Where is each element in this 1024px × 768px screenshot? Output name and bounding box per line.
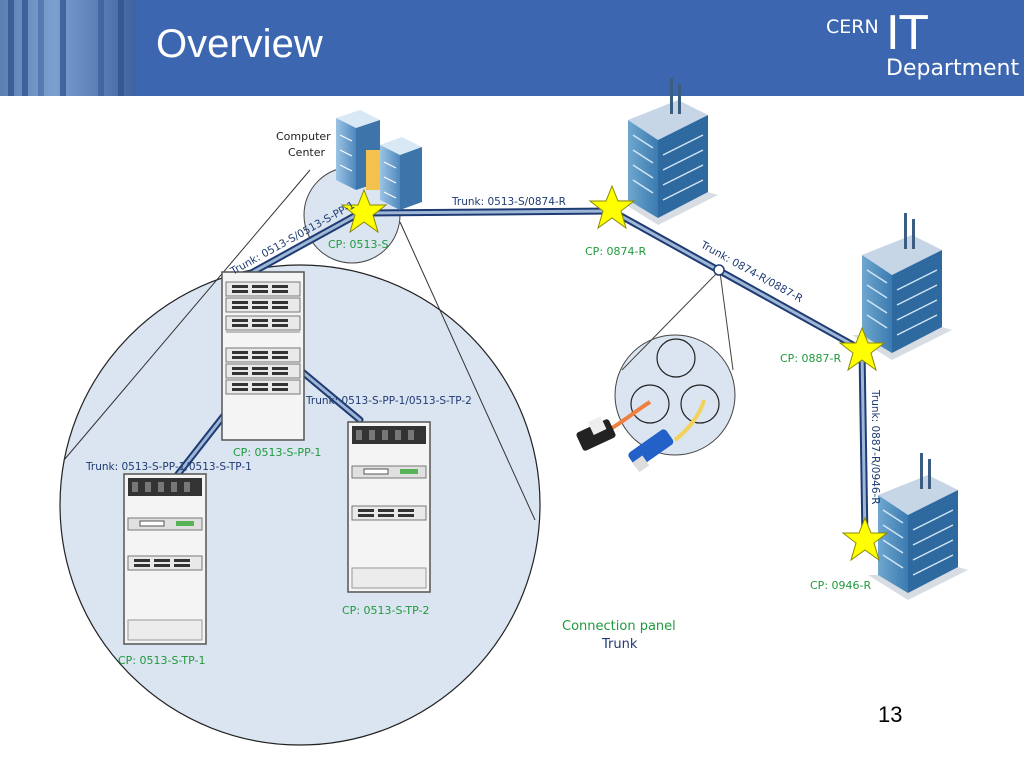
building-0887-icon <box>851 212 953 361</box>
building-0874-icon <box>617 77 719 226</box>
header-photo <box>0 0 136 96</box>
cp-label-tp1: CP: 0513-S-TP-1 <box>118 654 206 667</box>
cp-label-0874r: CP: 0874-R <box>585 245 646 258</box>
cp-label-tp2: CP: 0513-S-TP-2 <box>342 604 430 617</box>
connector-zoom-circle <box>614 334 736 456</box>
logo-department: Department <box>886 56 1020 81</box>
computer-center-label-1: Computer <box>276 130 331 143</box>
legend-connection-panel: Connection panel <box>562 619 676 634</box>
cern-it-logo: CERN IT Department <box>812 6 1020 86</box>
trunk-joint <box>713 264 725 276</box>
legend-trunk: Trunk <box>601 637 638 652</box>
building-0946-icon <box>867 452 969 601</box>
slide-title: Overview <box>156 22 323 66</box>
fiber-connectors-icon <box>576 399 706 473</box>
cp-label-0513s: CP: 0513-S <box>328 238 388 251</box>
trunk-label-pp-tp1: Trunk: 0513-S-PP-1/0513-S-TP-1 <box>85 461 252 473</box>
rack-tp2-icon <box>347 421 431 593</box>
logo-it: IT <box>886 6 928 60</box>
trunk-label-main: Trunk: 0513-S/0874-R <box>451 196 566 208</box>
trunk-label-pp-tp2: Trunk: 0513-S-PP-1/0513-S-TP-2 <box>305 395 472 407</box>
logo-cern: CERN <box>826 16 879 38</box>
page-number: 13 <box>878 702 903 727</box>
cp-label-0887r: CP: 0887-R <box>780 352 841 365</box>
cp-label-pp1: CP: 0513-S-PP-1 <box>233 446 321 459</box>
rack-tp1-icon <box>123 473 207 645</box>
slide-header: Overview CERN IT Department <box>0 0 1024 96</box>
patch-panel-rack-icon <box>221 271 305 441</box>
computer-center-label-2: Center <box>288 146 326 159</box>
cp-label-0946r: CP: 0946-R <box>810 579 871 592</box>
trunk-label-third: Trunk: 0887-R/0946-R <box>869 389 881 505</box>
computer-center-icon <box>336 110 422 210</box>
